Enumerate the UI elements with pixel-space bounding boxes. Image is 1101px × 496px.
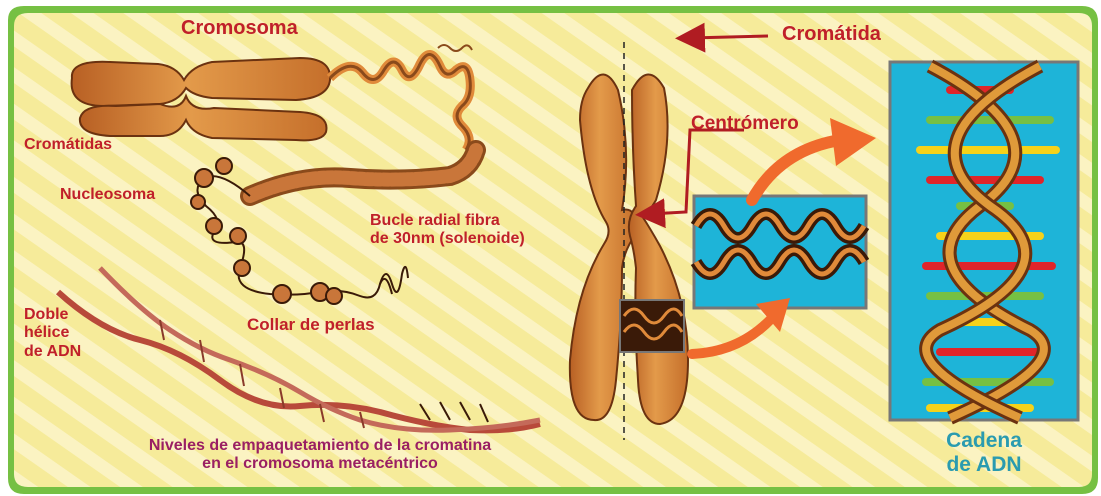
label-collar-de-perlas: Collar de perlas <box>247 315 375 335</box>
label-cadena-line2: de ADN <box>924 453 1044 477</box>
label-doble-line2: hélice <box>24 324 81 342</box>
caption-line1: Niveles de empaquetamiento de la cromati… <box>60 437 580 455</box>
label-centromero: Centrómero <box>691 113 799 135</box>
dna-chain-panel <box>890 62 1078 420</box>
label-cromatidas: Cromátidas <box>24 136 112 154</box>
label-nucleosoma: Nucleosoma <box>60 186 155 204</box>
label-doble-line1: Doble <box>24 306 81 324</box>
label-bucle-line1: Bucle radial fibra <box>370 212 525 230</box>
caption-line2: en el cromosoma metacéntrico <box>60 455 580 473</box>
label-bucle-radial: Bucle radial fibra de 30nm (solenoide) <box>370 212 525 249</box>
label-cadena-line1: Cadena <box>924 429 1044 453</box>
label-bucle-line2: de 30nm (solenoide) <box>370 230 525 248</box>
label-cadena-de-adn: Cadena de ADN <box>924 429 1044 477</box>
label-doble-helice: Doble hélice de ADN <box>24 306 81 361</box>
diagram-caption: Niveles de empaquetamiento de la cromati… <box>60 437 580 474</box>
label-cromosoma: Cromosoma <box>181 17 298 40</box>
label-doble-line3: de ADN <box>24 343 81 361</box>
label-cromatida: Cromátida <box>782 23 881 46</box>
zoom-box-small <box>620 300 684 352</box>
zoomed-fiber-panel <box>694 196 866 308</box>
